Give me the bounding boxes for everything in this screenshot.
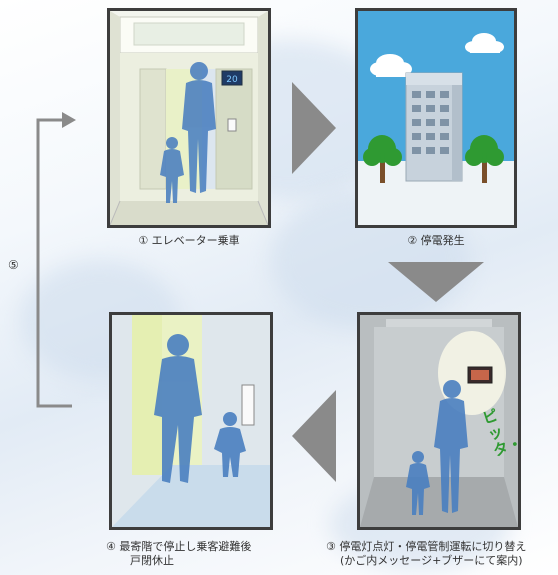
panel-power-outage: [355, 8, 517, 228]
adult-passenger: [154, 334, 202, 483]
evacuation-illustration: [112, 315, 270, 527]
caption-step-4: ④ 最寄階で停止し乗客避難後 戸閉休止: [106, 540, 252, 567]
step-5-label: ⑤: [8, 258, 19, 272]
elevator-interior-illustration: 20: [110, 11, 268, 225]
adult-passenger: [434, 380, 468, 513]
arrow-right: [292, 82, 336, 174]
outdoor-building-illustration: [358, 11, 514, 225]
caption-step-2: ② 停電発生: [407, 234, 465, 247]
floor-display: 20: [226, 75, 238, 85]
panel-emergency-mode: ピッタ・・・: [357, 312, 521, 530]
caption-step-1: ① エレベーター乗車: [138, 234, 240, 247]
tree-icon: [363, 135, 504, 183]
cloud-icon: [370, 33, 504, 77]
adult-passenger: [182, 62, 216, 193]
caption-step-3: ③ 停電灯点灯・停電管制運転に切り替え (かご内メッセージ+ブザーにて案内): [326, 540, 527, 567]
panel-evacuation: [109, 312, 273, 530]
arrow-left: [292, 390, 336, 482]
panel-boarding: 20: [107, 8, 271, 228]
child-passenger: [214, 412, 246, 477]
child-passenger: [406, 451, 430, 515]
child-passenger: [160, 137, 184, 203]
arrow-down: [388, 262, 484, 302]
emergency-lighting-illustration: [360, 315, 518, 527]
building-icon: [405, 72, 463, 182]
return-loop-arrow: [36, 112, 76, 408]
